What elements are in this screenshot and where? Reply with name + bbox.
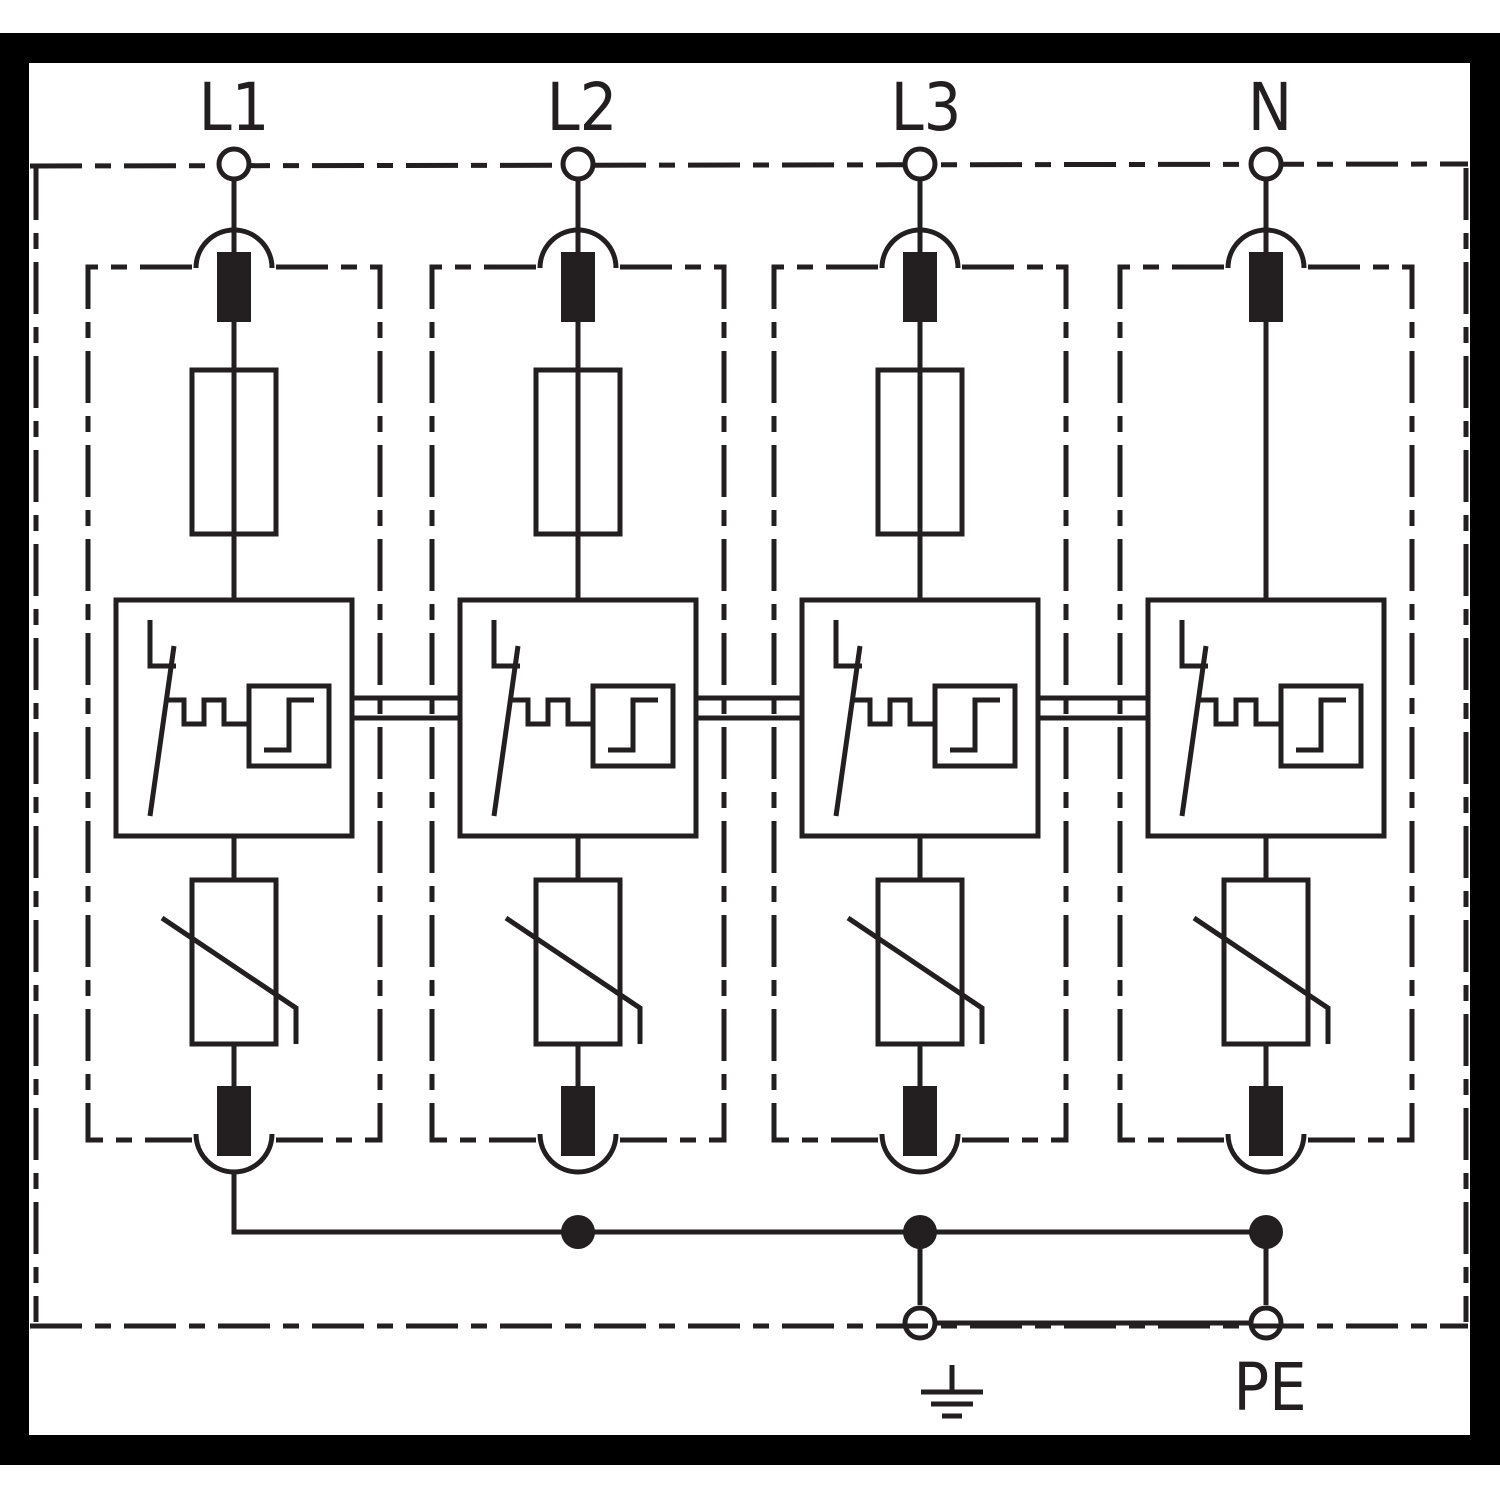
disconnector-icon: [510, 697, 593, 727]
module-outline: [429, 264, 536, 1143]
disconnector-icon: [932, 683, 1018, 769]
disconnector-icon: [608, 697, 658, 753]
disconnector-icon: [166, 697, 249, 727]
ground-icon: [921, 1365, 983, 1419]
earth-bus: [231, 1172, 1284, 1341]
module-outline: [771, 264, 878, 1143]
plug-contact-icon: [561, 252, 595, 322]
junction-icon: [903, 1215, 937, 1249]
disconnector-icon: [1198, 697, 1281, 727]
disconnector-icon: [950, 697, 1000, 753]
disconnector-icon: [491, 620, 520, 669]
module-outline: [1117, 264, 1224, 1143]
module-outline: [276, 264, 383, 1143]
module-l2: [429, 146, 802, 1175]
module-outline: [1308, 264, 1415, 1143]
disconnector-icon: [833, 645, 863, 817]
input-terminal: [902, 146, 938, 182]
disconnector-icon: [833, 620, 862, 669]
module-l3: [771, 146, 1148, 1175]
plug-contact-icon: [1249, 1086, 1283, 1156]
varistor-icon: [1221, 877, 1311, 1047]
plug-contact-icon: [879, 1133, 961, 1175]
plug-contact-icon: [217, 1086, 251, 1156]
varistor-icon: [875, 877, 965, 1047]
terminal-label-pe: PE: [1233, 1349, 1306, 1426]
module-outline: [85, 264, 192, 1143]
terminal-label-l3: L3: [891, 69, 962, 146]
disconnector-icon: [264, 697, 314, 753]
plug-contact-icon: [903, 252, 937, 322]
plug-contact-icon: [1249, 252, 1283, 322]
plug-contact-icon: [561, 1086, 595, 1156]
module-blocks: [85, 146, 1415, 1175]
input-terminal: [1248, 146, 1284, 182]
disconnector-icon: [1296, 697, 1346, 753]
plug-contact-icon: [537, 227, 619, 269]
varistor-icon: [160, 915, 299, 1044]
input-terminal: [560, 146, 596, 182]
disconnector-icon: [852, 697, 935, 727]
disconnector-icon: [491, 645, 521, 817]
varistor-icon: [533, 877, 623, 1047]
plug-contact-icon: [1225, 1133, 1307, 1175]
module-outline: [962, 264, 1069, 1143]
disconnector-icon: [147, 620, 176, 669]
pe-terminal: [1248, 1305, 1284, 1341]
disconnector-icon: [1179, 620, 1208, 669]
disconnector-icon: [1179, 645, 1209, 817]
junction-icon: [1249, 1215, 1283, 1249]
enclosure-boundary: [29, 161, 1469, 1329]
disconnector-icon: [246, 683, 332, 769]
plug-contact-icon: [193, 227, 275, 269]
varistor-icon: [504, 915, 643, 1044]
earth-terminal: [902, 1305, 938, 1341]
varistor-icon: [846, 915, 985, 1044]
junction-icon: [561, 1215, 595, 1249]
module-n: [1117, 146, 1415, 1175]
varistor-icon: [1192, 915, 1331, 1044]
disconnector-icon: [147, 645, 177, 817]
terminal-label-l1: L1: [199, 69, 270, 146]
plug-contact-icon: [1225, 227, 1307, 269]
plug-contact-icon: [903, 1086, 937, 1156]
terminal-label-l2: L2: [547, 69, 618, 146]
outer-frame: [0, 33, 1500, 1465]
module-outline: [620, 264, 727, 1143]
input-terminal: [216, 146, 252, 182]
disconnector-icon: [1278, 683, 1364, 769]
terminal-label-n: N: [1248, 69, 1292, 146]
module-l1: [85, 146, 460, 1175]
varistor-icon: [189, 877, 279, 1047]
plug-contact-icon: [217, 252, 251, 322]
plug-contact-icon: [879, 227, 961, 269]
disconnector-icon: [590, 683, 676, 769]
plug-contact-icon: [537, 1133, 619, 1175]
